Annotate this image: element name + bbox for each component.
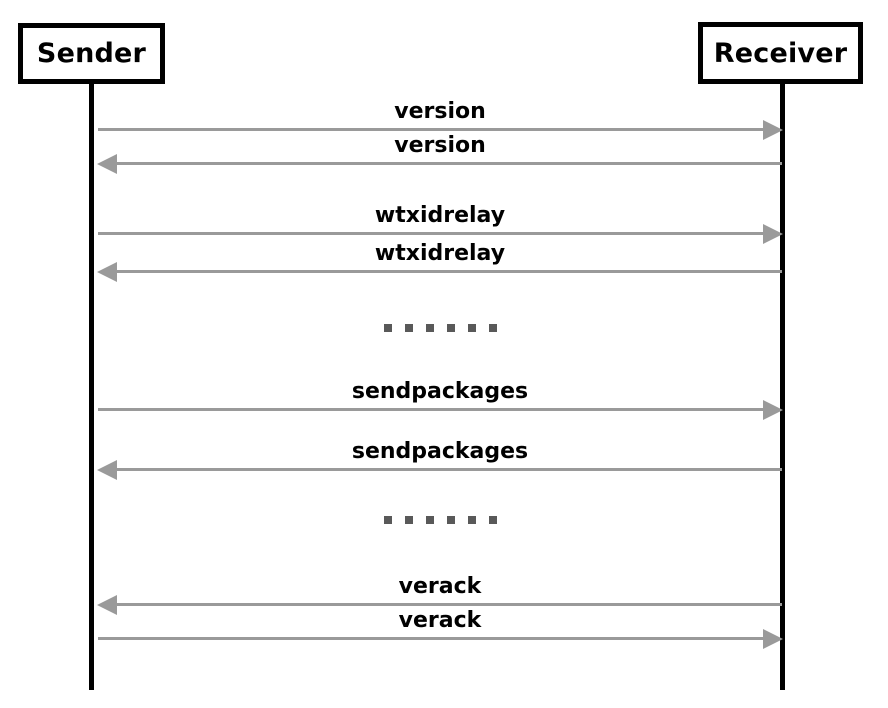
message-label-0: version — [394, 99, 486, 124]
ellipsis-dot — [488, 324, 497, 332]
message-line-1 — [112, 162, 782, 165]
message-label-6: verack — [398, 574, 482, 599]
message-line-3 — [112, 270, 782, 273]
message-label-7: verack — [398, 608, 482, 633]
message-line-6 — [112, 603, 782, 606]
participant-box-receiver[interactable]: Receiver — [698, 22, 863, 84]
message-line-2 — [98, 232, 768, 235]
arrow-left-icon-5 — [97, 460, 117, 480]
message-line-4 — [98, 408, 768, 411]
arrow-right-icon-7 — [763, 629, 783, 649]
message-label-3: wtxidrelay — [374, 241, 506, 266]
ellipsis-dot — [383, 324, 392, 332]
message-line-5 — [112, 468, 782, 471]
ellipsis-dot — [467, 516, 476, 524]
ellipsis-dot — [488, 516, 497, 524]
ellipsis-dot — [467, 324, 476, 332]
arrow-right-icon-2 — [763, 224, 783, 244]
ellipsis-dot — [383, 516, 392, 524]
message-label-2: wtxidrelay — [374, 203, 506, 228]
ellipsis-dot — [446, 324, 455, 332]
message-line-7 — [98, 637, 768, 640]
lifeline-sender — [89, 84, 94, 690]
arrow-left-icon-3 — [97, 262, 117, 282]
ellipsis-dot — [404, 516, 413, 524]
arrow-left-icon-1 — [97, 154, 117, 174]
participant-label-receiver: Receiver — [713, 37, 848, 69]
ellipsis-dot — [404, 324, 413, 332]
participant-label-sender: Sender — [36, 38, 147, 69]
message-label-5: sendpackages — [351, 439, 529, 464]
message-line-0 — [98, 128, 768, 131]
ellipsis-dot — [425, 516, 434, 524]
arrow-right-icon-4 — [763, 400, 783, 420]
message-label-4: sendpackages — [351, 379, 529, 404]
arrow-left-icon-6 — [97, 595, 117, 615]
participant-box-sender[interactable]: Sender — [18, 23, 165, 84]
ellipsis-dot — [446, 516, 455, 524]
ellipsis-dot — [425, 324, 434, 332]
arrow-right-icon-0 — [763, 120, 783, 140]
message-label-1: version — [394, 133, 486, 158]
lifeline-receiver — [780, 84, 785, 690]
